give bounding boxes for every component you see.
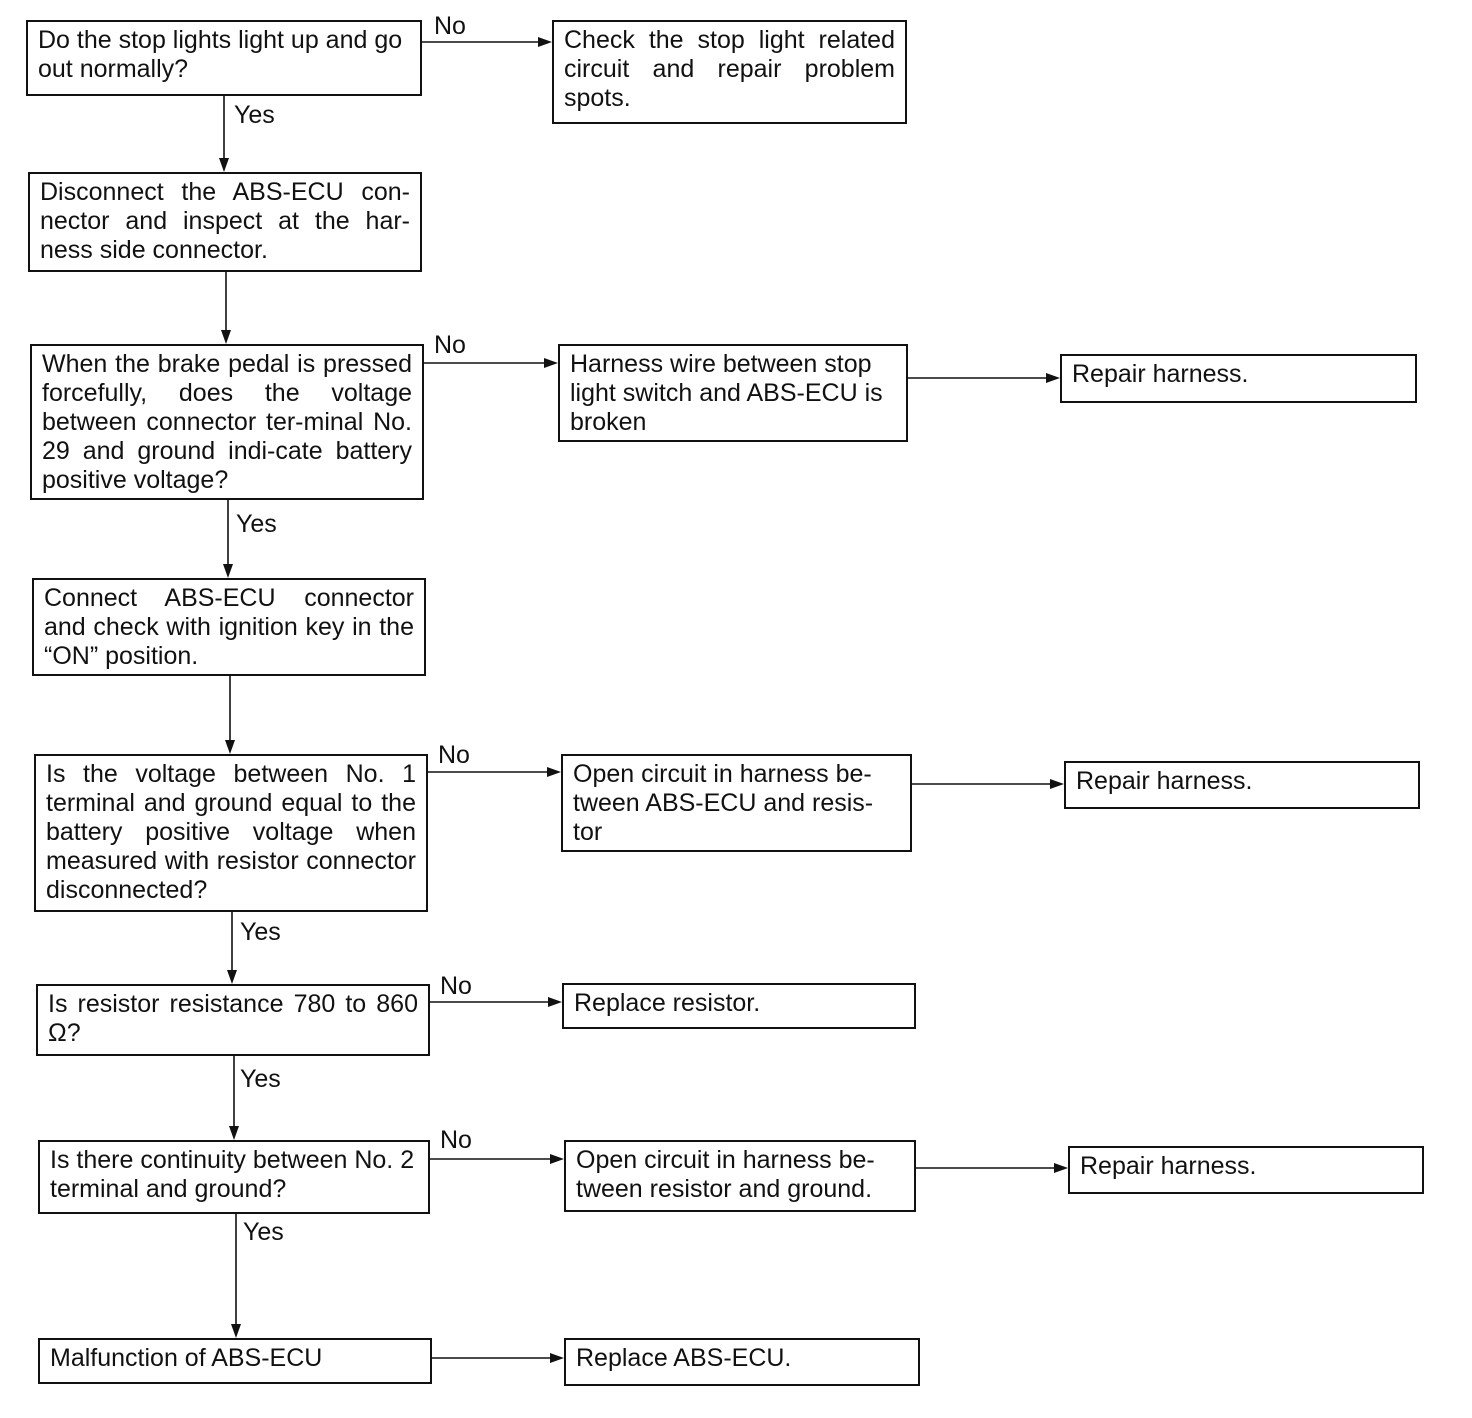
label-yes: Yes [236, 510, 277, 538]
arrowhead [548, 997, 562, 1007]
arrowhead [231, 1324, 241, 1338]
question-resistor-resistance: Is resistor resistance 780 to 860 Ω? [36, 984, 430, 1056]
label-no: No [438, 741, 470, 769]
question-stop-lights: Do the stop lights light up and go out n… [26, 20, 422, 96]
question-brake-pedal-voltage: When the brake pedal is pressed forceful… [30, 344, 424, 500]
arrowhead [550, 1154, 564, 1164]
arrowhead [227, 970, 237, 984]
result-open-circuit-ecu-resistor: Open circuit in harness be-tween ABS-ECU… [561, 754, 912, 852]
question-terminal-1-voltage: Is the voltage between No. 1 terminal an… [34, 754, 428, 912]
arrowhead [219, 158, 229, 172]
label-yes: Yes [234, 101, 275, 129]
result-open-circuit-resistor-ground: Open circuit in harness be-tween resisto… [564, 1140, 916, 1212]
result-malfunction-abs-ecu: Malfunction of ABS-ECU [38, 1338, 432, 1384]
arrowhead [538, 37, 552, 47]
label-no: No [440, 1126, 472, 1154]
action-check-stop-light-circuit: Check the stop light related circuit and… [552, 20, 907, 124]
arrowhead [221, 330, 231, 344]
arrowhead [544, 358, 558, 368]
action-replace-resistor: Replace resistor. [562, 983, 916, 1029]
arrowhead [225, 740, 235, 754]
result-harness-wire-broken: Harness wire between stop light switch a… [558, 344, 908, 442]
arrowhead [229, 1126, 239, 1140]
arrowhead [1054, 1163, 1068, 1173]
arrowhead [547, 767, 561, 777]
action-repair-harness: Repair harness. [1064, 761, 1420, 809]
step-connect-ecu-ignition-on: Connect ABS-ECU connector and check with… [32, 578, 426, 676]
label-yes: Yes [243, 1218, 284, 1246]
arrowhead [1050, 779, 1064, 789]
label-yes: Yes [240, 918, 281, 946]
arrowhead [550, 1353, 564, 1363]
label-no: No [434, 331, 466, 359]
label-no: No [440, 972, 472, 1000]
action-repair-harness: Repair harness. [1060, 354, 1417, 403]
arrowhead [1046, 373, 1060, 383]
step-disconnect-ecu: Disconnect the ABS-ECU con-nector and in… [28, 172, 422, 272]
arrowhead [223, 564, 233, 578]
label-yes: Yes [240, 1065, 281, 1093]
action-replace-abs-ecu: Replace ABS-ECU. [564, 1338, 920, 1386]
question-continuity-terminal-2: Is there continuity between No. 2 termin… [38, 1140, 430, 1214]
label-no: No [434, 12, 466, 40]
action-repair-harness: Repair harness. [1068, 1146, 1424, 1194]
